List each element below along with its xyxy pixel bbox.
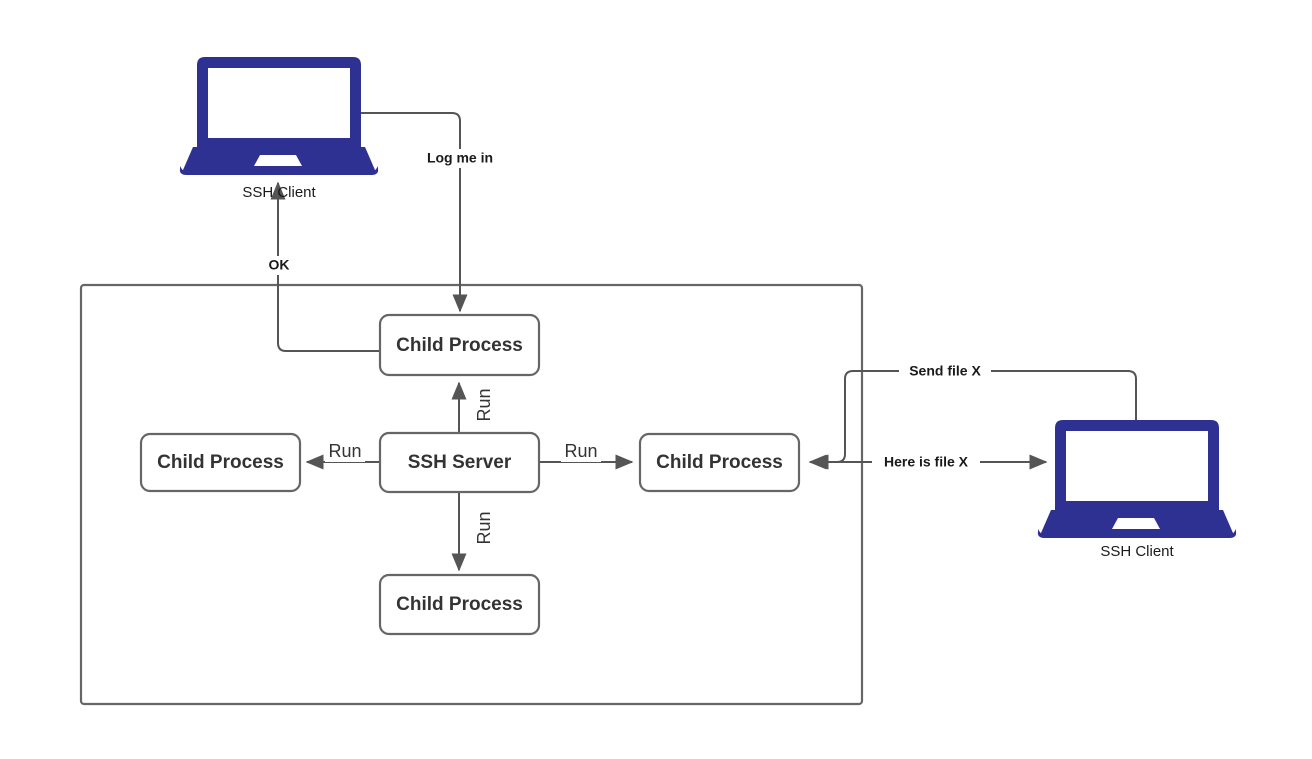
laptop-icon [1037, 420, 1237, 538]
server-host-boundary [79, 283, 864, 706]
svg-text:Run: Run [328, 441, 361, 461]
svg-text:Run: Run [564, 441, 597, 461]
node-child-process-left-label: Child Process [157, 452, 284, 473]
edge-label-ok: OK [262, 256, 295, 275]
edge-log-me-in-path [358, 112, 468, 313]
device-ssh-client-right-label: SSH Client [1100, 543, 1174, 560]
edge-label-log-me-in: Log me in [411, 149, 493, 168]
edge-label-send-file-x: Send file X [899, 362, 991, 381]
node-child-process-bottom-box [378, 573, 541, 636]
device-ssh-client-top[interactable]: SSH Client [179, 57, 379, 201]
node-child-process-bottom[interactable]: Child Process [378, 573, 541, 636]
svg-text:Run: Run [474, 511, 494, 544]
svg-text:Log me in: Log me in [427, 150, 493, 166]
node-ssh-server[interactable]: SSH Server [378, 431, 541, 494]
node-ssh-server-label: SSH Server [408, 452, 512, 473]
edge-label-run-up: Run [474, 385, 494, 425]
edge-label-here-is-file-x: Here is file X [872, 453, 980, 472]
device-ssh-client-top-label: SSH Client [242, 184, 316, 201]
node-child-process-left-box [139, 432, 302, 493]
edge-label-run-down: Run [474, 508, 494, 548]
svg-text:Send file X: Send file X [909, 363, 981, 379]
edge-ok-path [270, 181, 380, 352]
laptop-icon [179, 57, 379, 175]
svg-text:Here is file X: Here is file X [884, 454, 969, 470]
node-child-process-top[interactable]: Child Process [378, 313, 541, 377]
node-child-process-right[interactable]: Child Process [638, 432, 801, 493]
node-child-process-left[interactable]: Child Process [139, 432, 302, 493]
node-child-process-right-label: Child Process [656, 452, 783, 473]
node-child-process-right-box [638, 432, 801, 493]
node-child-process-top-box [378, 313, 541, 377]
device-ssh-client-right[interactable]: SSH Client [1037, 420, 1237, 560]
edge-label-run-left: Run [325, 441, 365, 462]
edge-label-run-right: Run [561, 441, 601, 462]
node-child-process-bottom-label: Child Process [396, 594, 523, 615]
node-ssh-server-box [378, 431, 541, 494]
node-child-process-top-label: Child Process [396, 335, 523, 356]
svg-text:Run: Run [474, 388, 494, 421]
svg-text:OK: OK [269, 257, 290, 273]
